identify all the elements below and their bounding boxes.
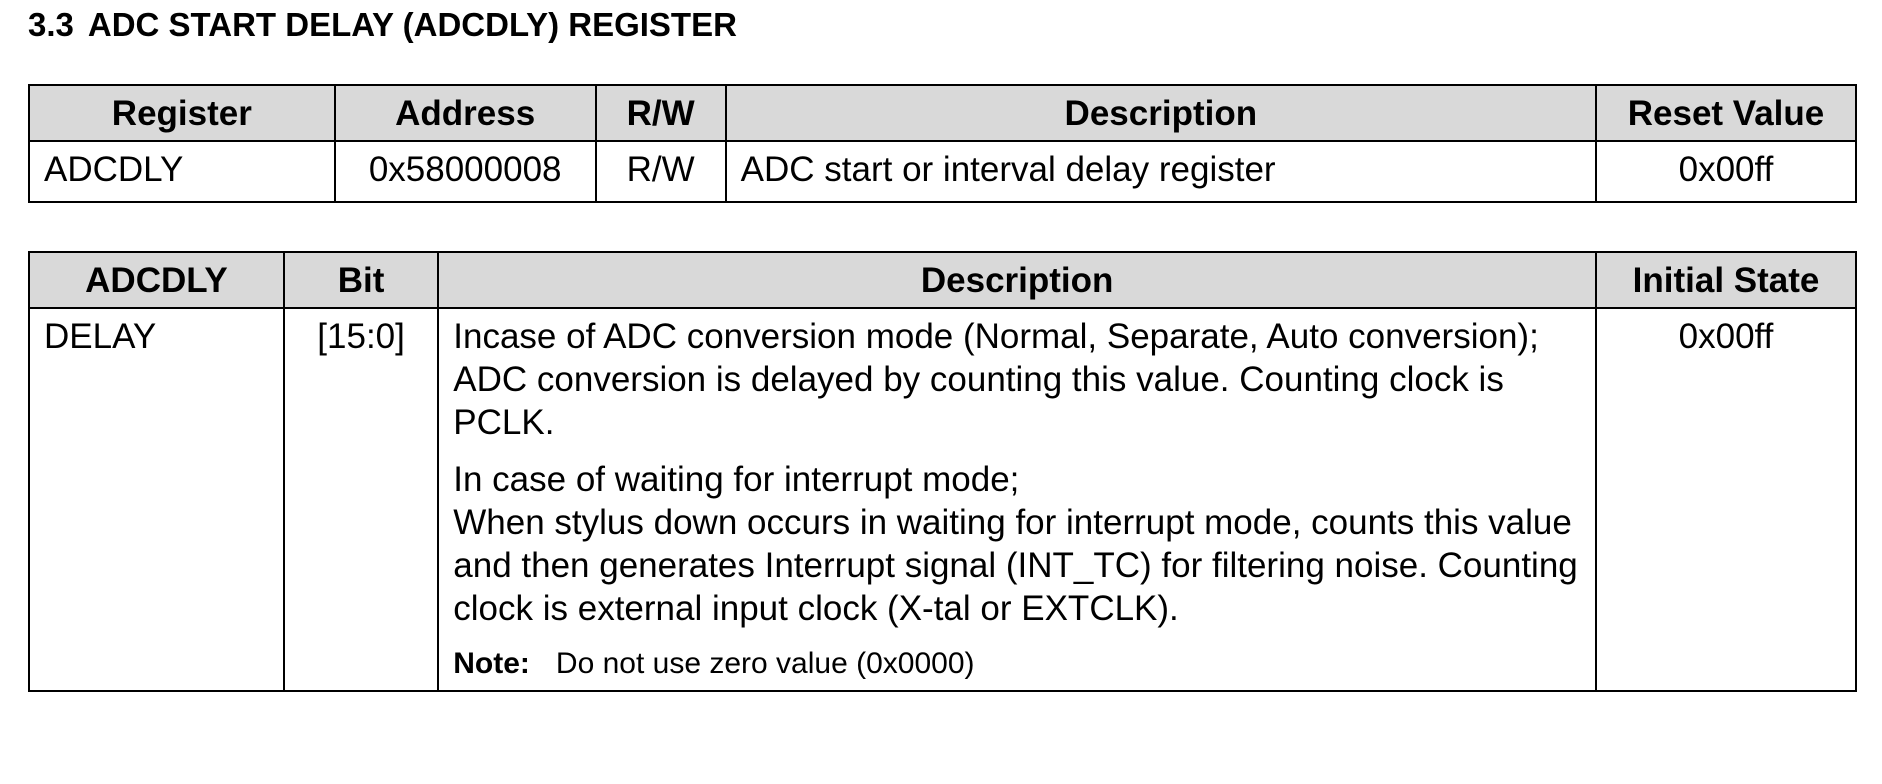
section-number: 3.3 xyxy=(28,6,74,43)
section-title: ADC START DELAY (ADCDLY) REGISTER xyxy=(87,6,737,43)
note-text: Do not use zero value (0x0000) xyxy=(555,647,975,680)
note-label: Note: xyxy=(453,647,530,680)
cell-initial-state: 0x00ff xyxy=(1595,307,1857,692)
description-line: In case of waiting for interrupt mode; xyxy=(453,460,1020,499)
header-rw: R/W xyxy=(594,84,727,142)
cell-rw: R/W xyxy=(594,140,727,203)
header-description: Description xyxy=(437,251,1597,309)
cell-description: ADC start or interval delay register xyxy=(724,140,1597,203)
cell-bit-range: [15:0] xyxy=(282,307,440,692)
description-line: ADC conversion is delayed by counting th… xyxy=(453,360,1504,442)
header-address: Address xyxy=(333,84,597,142)
table-row: DELAY [15:0] Incase of ADC conversion mo… xyxy=(28,307,1857,692)
note: Note: Do not use zero value (0x0000) xyxy=(453,644,1581,684)
header-initial-state: Initial State xyxy=(1595,251,1857,309)
header-register: Register xyxy=(28,84,336,142)
cell-address: 0x58000008 xyxy=(333,140,597,203)
description-line: Incase of ADC conversion mode (Normal, S… xyxy=(453,317,1539,356)
cell-reset-value: 0x00ff xyxy=(1594,140,1858,203)
cell-field-description: Incase of ADC conversion mode (Normal, S… xyxy=(437,307,1597,692)
description-conversion-mode: Incase of ADC conversion mode (Normal, S… xyxy=(453,315,1581,444)
header-register-field: ADCDLY xyxy=(28,251,285,309)
description-interrupt-mode: In case of waiting for interrupt mode; W… xyxy=(453,458,1581,630)
cell-field-name: DELAY xyxy=(28,307,285,692)
table-header-row: Register Address R/W Description Reset V… xyxy=(28,84,1858,142)
header-reset-value: Reset Value xyxy=(1594,84,1858,142)
bit-definition-table: ADCDLY Bit Description Initial State DEL… xyxy=(28,251,1857,692)
register-summary-table: Register Address R/W Description Reset V… xyxy=(28,84,1858,203)
header-description: Description xyxy=(724,84,1597,142)
section-heading: 3.3 ADC START DELAY (ADCDLY) REGISTER xyxy=(28,6,737,44)
description-line: When stylus down occurs in waiting for i… xyxy=(453,503,1578,628)
table-row: ADCDLY 0x58000008 R/W ADC start or inter… xyxy=(28,140,1858,203)
table-header-row: ADCDLY Bit Description Initial State xyxy=(28,251,1857,309)
cell-register-name: ADCDLY xyxy=(28,140,336,203)
header-bit: Bit xyxy=(282,251,440,309)
